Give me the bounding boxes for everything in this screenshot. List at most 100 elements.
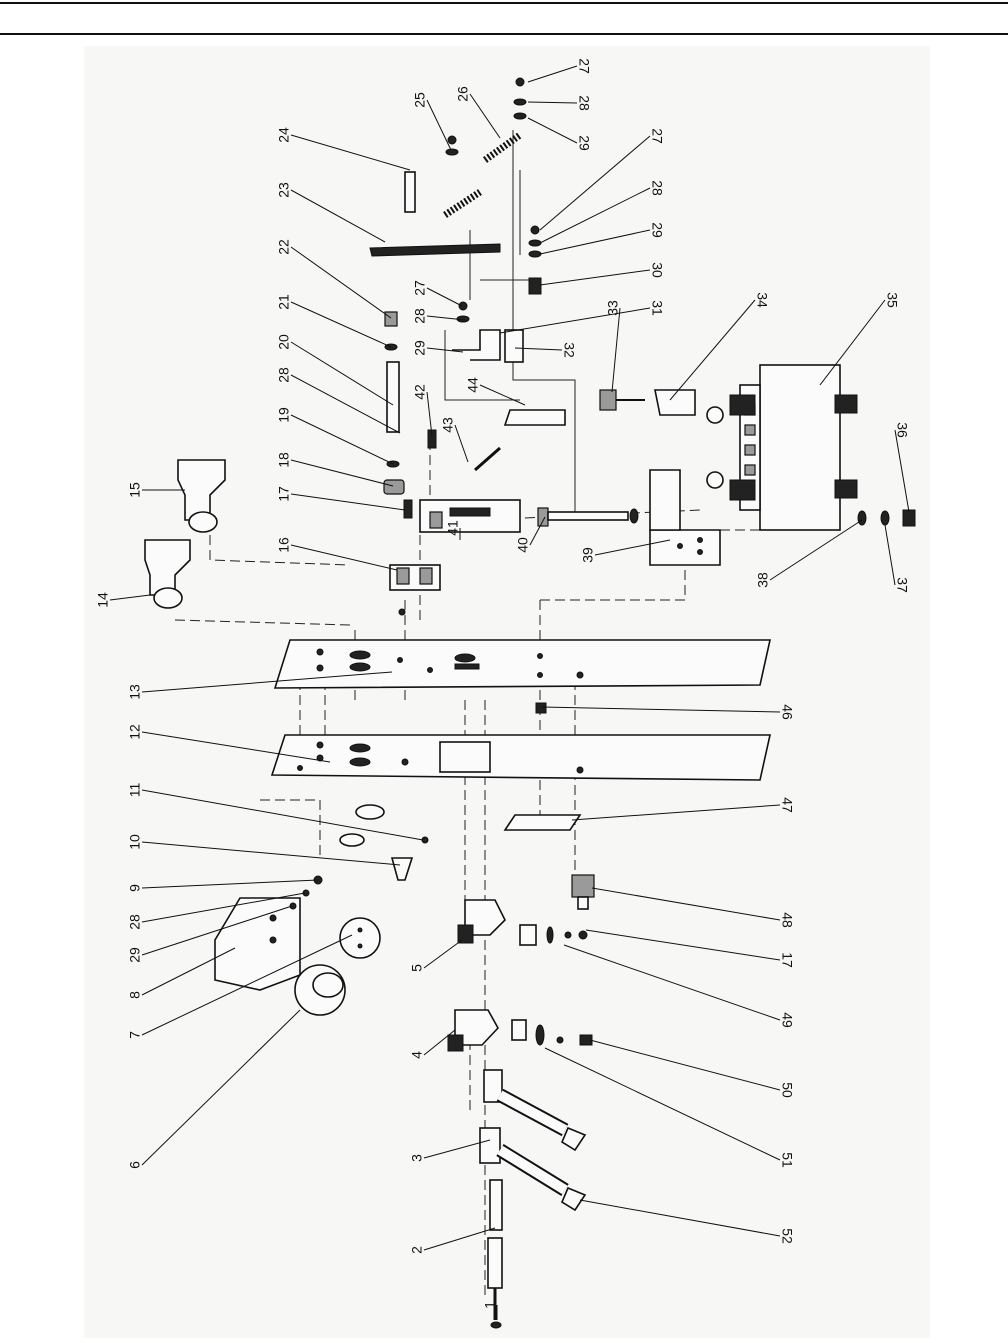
callout-28e: 28 xyxy=(127,914,143,930)
leader-line-52 xyxy=(579,1199,781,1237)
callout-labels: 1234567891011121314151617181928202122232… xyxy=(95,58,910,1320)
leader-line-10 xyxy=(141,841,401,866)
leader-line-21 xyxy=(290,301,392,348)
block-44 xyxy=(503,409,566,426)
callout-29c: 29 xyxy=(412,340,428,356)
leader-line-4 xyxy=(423,1029,456,1056)
leader-line-28a xyxy=(290,374,401,434)
callout-1: 1 xyxy=(482,1301,498,1309)
callout-36: 36 xyxy=(894,422,910,438)
block-5 xyxy=(457,899,506,944)
callout-27b: 27 xyxy=(649,128,665,144)
screw-stack-mid xyxy=(528,225,542,295)
callout-28d: 28 xyxy=(412,308,428,324)
leader-line-44 xyxy=(479,384,526,406)
small-parts-49-17 xyxy=(519,924,588,946)
leader-line-3 xyxy=(423,1139,491,1159)
callout-17b: 17 xyxy=(779,952,795,968)
leader-line-13 xyxy=(141,671,393,693)
leader-line-47 xyxy=(571,804,781,821)
leader-line-46 xyxy=(541,706,781,713)
leader-line-14 xyxy=(109,594,151,601)
nut-22 xyxy=(384,311,398,327)
callout-23: 23 xyxy=(276,182,292,198)
cover-10 xyxy=(390,857,414,881)
callout-24: 24 xyxy=(276,127,292,143)
callout-20: 20 xyxy=(276,334,292,350)
leader-line-27c xyxy=(426,287,463,307)
washer-25 xyxy=(445,148,459,156)
leader-line-2 xyxy=(423,1227,496,1251)
assembly-guides xyxy=(174,440,760,1300)
callout-3: 3 xyxy=(409,1154,425,1162)
callout-14: 14 xyxy=(95,592,111,608)
leader-line-28d xyxy=(426,315,466,321)
screw-17 xyxy=(403,499,413,519)
leader-line-28e xyxy=(141,892,306,923)
housing-41 xyxy=(419,499,521,533)
cap-15 xyxy=(177,459,226,533)
callout-25: 25 xyxy=(412,92,428,108)
bracket-31 xyxy=(452,329,501,361)
callout-32: 32 xyxy=(561,342,577,358)
plate-47 xyxy=(503,814,582,831)
block-4 xyxy=(447,1009,499,1052)
callout-33: 33 xyxy=(605,300,621,316)
leader-line-27b xyxy=(539,135,651,231)
callout-19: 19 xyxy=(276,407,292,423)
leader-line-29b xyxy=(539,229,651,255)
leader-line-31 xyxy=(499,307,651,334)
leader-line-38 xyxy=(769,519,863,581)
screw-42 xyxy=(427,429,437,449)
callout-40: 40 xyxy=(515,537,531,553)
leader-line-20 xyxy=(290,341,394,406)
nut-36 xyxy=(902,509,916,527)
cap-14 xyxy=(144,539,191,609)
callout-37: 37 xyxy=(894,577,910,593)
callout-48: 48 xyxy=(779,912,795,928)
callout-34: 34 xyxy=(754,292,770,308)
callout-27a: 27 xyxy=(576,58,592,74)
leader-line-17 xyxy=(290,493,406,511)
handle-3-lower xyxy=(479,1127,587,1212)
callout-29d: 29 xyxy=(127,947,143,963)
leader-line-51 xyxy=(544,1047,781,1161)
screw-46 xyxy=(535,702,547,714)
leader-line-37 xyxy=(884,524,896,586)
bolt-40 xyxy=(537,507,639,527)
washer-38 xyxy=(857,510,867,526)
grommets xyxy=(339,804,385,847)
leader-line-17b xyxy=(585,929,781,961)
nut-18 xyxy=(383,479,405,495)
leader-line-24 xyxy=(290,134,411,171)
leader-line-29d xyxy=(141,905,293,956)
leader-line-32 xyxy=(514,347,563,351)
callout-44: 44 xyxy=(465,377,481,393)
callout-18: 18 xyxy=(276,452,292,468)
leader-line-22 xyxy=(290,246,392,319)
leader-line-29a xyxy=(527,117,578,144)
knob-6 xyxy=(294,964,346,1016)
callout-10: 10 xyxy=(127,834,143,850)
leader-line-40 xyxy=(529,516,546,546)
block-32 xyxy=(504,329,524,363)
leader-lines xyxy=(444,130,576,515)
bolt-24 xyxy=(404,171,416,213)
callout-49: 49 xyxy=(779,1012,795,1028)
callout-43: 43 xyxy=(440,417,456,433)
callout-4: 4 xyxy=(409,1051,425,1059)
leader-line-48 xyxy=(591,887,781,921)
spring-26 xyxy=(482,132,523,163)
callout-29b: 29 xyxy=(649,222,665,238)
pin-43 xyxy=(474,446,501,472)
lever-23 xyxy=(369,243,501,257)
callout-15: 15 xyxy=(127,482,143,498)
lens-7 xyxy=(339,917,381,959)
plate-13 xyxy=(273,639,771,689)
leader-line-9 xyxy=(141,879,319,889)
callout-2: 2 xyxy=(409,1246,425,1254)
callout-21: 21 xyxy=(276,294,292,310)
switch-33 xyxy=(599,389,645,411)
callout-47: 47 xyxy=(779,797,795,813)
